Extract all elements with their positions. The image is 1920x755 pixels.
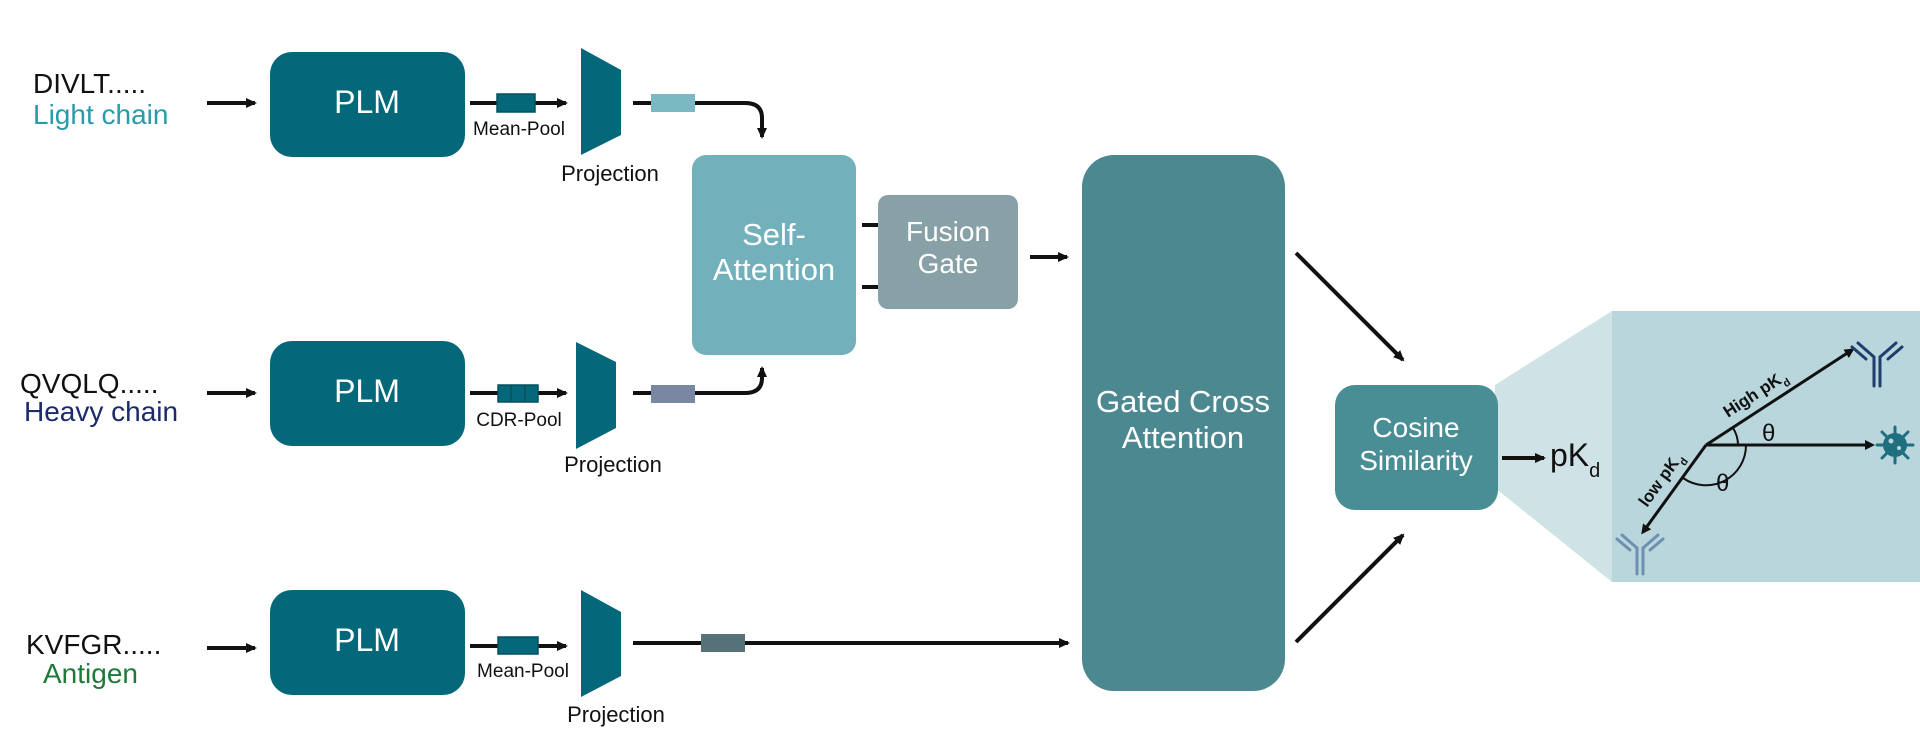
projection-antigen-label: Projection (567, 702, 665, 727)
projection-heavy-label: Projection (564, 452, 662, 477)
cdr-pool-vector (497, 384, 539, 403)
heavy-chain-label: Heavy chain (24, 396, 178, 427)
virus-icon (1875, 425, 1915, 465)
projection-heavy: Projection (564, 342, 662, 477)
input-antigen: KVFGR..... Antigen (26, 629, 161, 689)
mean-pool-antigen-vector (497, 636, 539, 655)
projection-heavy-shape (576, 342, 616, 449)
self-attention-box (692, 155, 856, 355)
projection-light-shape (581, 48, 621, 155)
cosine-similarity-block: Cosine Similarity (1335, 385, 1498, 510)
fusion-gate-label-line1: Fusion (906, 216, 990, 247)
plm-light-label: PLM (334, 84, 400, 120)
light-chain-sequence: DIVLT..... (33, 68, 146, 99)
cosine-similarity-label-line2: Similarity (1359, 445, 1473, 476)
antigen-label: Antigen (43, 658, 138, 689)
mean-pool-light-vector (496, 93, 536, 113)
gated-cross-attention-block: Gated Cross Attention (1082, 155, 1285, 691)
inset-zoom-cone (1495, 311, 1612, 582)
light-chain-label: Light chain (33, 99, 168, 130)
pool-antigen: Mean-Pool (470, 636, 569, 682)
gated-cross-attention-label-line2: Attention (1122, 420, 1244, 455)
plm-heavy-label: PLM (334, 373, 400, 409)
low-affinity-vector (1641, 444, 1708, 535)
heavy-chain-sequence: QVQLQ..... (20, 368, 158, 399)
input-heavy-chain: QVQLQ..... Heavy chain (20, 368, 178, 427)
antigen-sequence: KVFGR..... (26, 629, 161, 660)
projected-antigen-vector (701, 634, 745, 652)
theta-label-high: θ (1762, 420, 1775, 447)
plm-antigen-box (270, 590, 465, 695)
similarity-inset: θ θ High pKd low pKd (1495, 311, 1920, 582)
arrow-light-to-self-attention (633, 101, 767, 139)
pool-heavy: CDR-Pool (470, 384, 568, 431)
plm-heavy-box (270, 341, 465, 446)
arrow-cross-attention-to-cosine-bottom (1294, 533, 1405, 644)
plm-heavy: PLM (270, 341, 465, 446)
antibody-high-icon (1850, 341, 1904, 388)
projected-heavy-vector (651, 385, 695, 403)
projection-antigen: Projection (567, 590, 665, 727)
gated-cross-attention-label-line1: Gated Cross (1096, 384, 1270, 419)
plm-antigen-label: PLM (334, 622, 400, 658)
cosine-similarity-box (1335, 385, 1498, 510)
projected-light-vector (651, 94, 695, 112)
projection-light-label: Projection (561, 161, 659, 186)
projection-antigen-shape (581, 590, 621, 697)
theta-label-low: θ (1716, 470, 1729, 497)
plm-light: PLM (270, 52, 465, 157)
mean-pool-light-label: Mean-Pool (473, 119, 565, 140)
self-attention-block: Self- Attention (692, 155, 856, 355)
plm-light-box (270, 52, 465, 157)
theta-arc-high (1732, 427, 1739, 446)
cosine-similarity-label-line1: Cosine (1372, 412, 1459, 443)
arrow-cross-attention-to-cosine-top (1294, 251, 1405, 362)
projection-light: Projection (561, 48, 659, 186)
cdr-pool-label: CDR-Pool (476, 410, 562, 431)
pkd-output-label: pKd (1550, 437, 1600, 482)
plm-antigen: PLM (270, 590, 465, 695)
self-attention-label-line2: Attention (713, 252, 835, 287)
arrow-heavy-to-self-attention (633, 366, 767, 395)
fusion-gate-label-line2: Gate (918, 248, 979, 279)
self-attention-label-line1: Self- (742, 217, 806, 252)
theta-arc-low (1682, 444, 1748, 487)
fusion-gate-box (878, 195, 1018, 309)
gated-cross-attention-box (1082, 155, 1285, 691)
input-light-chain: DIVLT..... Light chain (33, 68, 168, 130)
pool-light: Mean-Pool (470, 93, 568, 140)
mean-pool-antigen-label: Mean-Pool (477, 661, 569, 682)
high-affinity-vector (1705, 348, 1855, 447)
fusion-gate-block: Fusion Gate (878, 195, 1018, 309)
antibody-low-icon (1615, 533, 1665, 576)
